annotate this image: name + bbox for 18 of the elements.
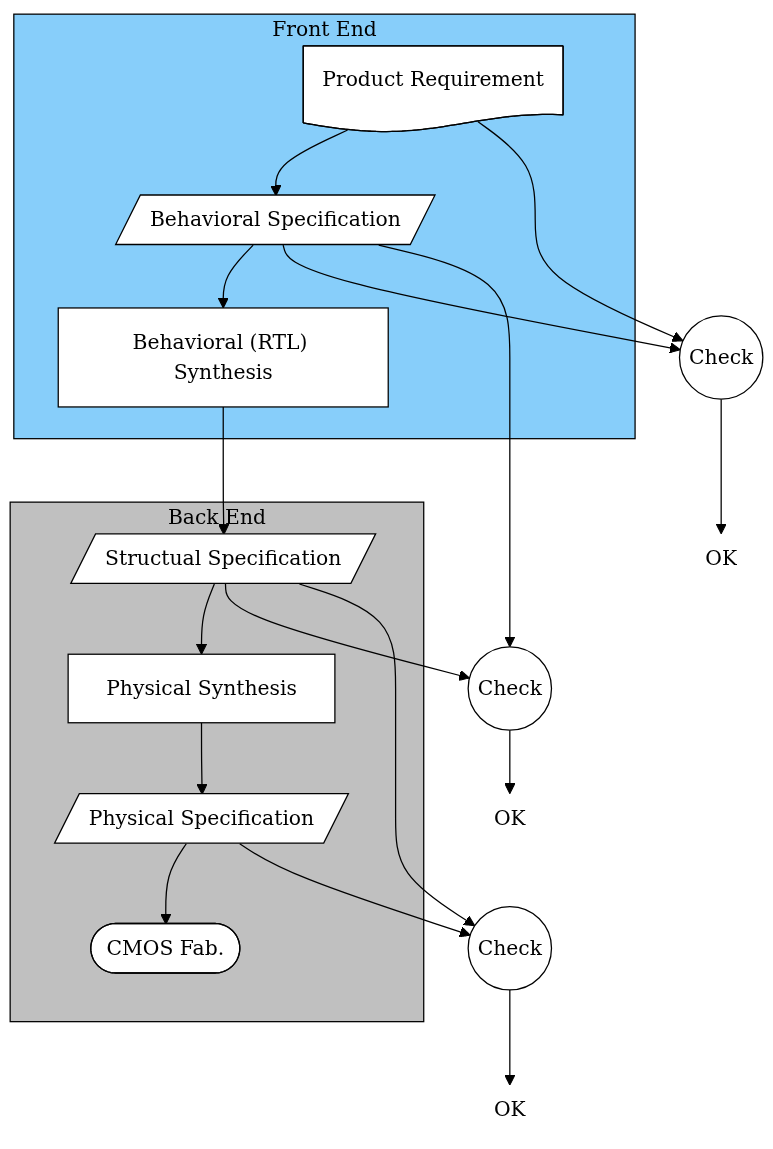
arrow bbox=[217, 244, 254, 309]
arrow bbox=[504, 989, 516, 1086]
node-text: OK bbox=[705, 546, 738, 571]
node-circle: Check bbox=[467, 646, 553, 731]
arrow bbox=[504, 729, 516, 795]
node-box: Behavioral (RTL) Synthesis bbox=[57, 307, 389, 408]
arrow bbox=[195, 583, 215, 655]
arrow bbox=[282, 244, 681, 354]
arrow bbox=[239, 843, 471, 938]
arrow bbox=[160, 843, 187, 925]
node-circle: Check bbox=[678, 315, 764, 400]
node-text: OK bbox=[493, 805, 526, 830]
node-text: OK bbox=[493, 1097, 526, 1122]
arrow bbox=[715, 398, 727, 535]
arrow bbox=[224, 583, 470, 681]
node-box: Physical Synthesis bbox=[67, 653, 336, 724]
node-circle: Check bbox=[467, 906, 553, 991]
arrow bbox=[477, 121, 684, 342]
